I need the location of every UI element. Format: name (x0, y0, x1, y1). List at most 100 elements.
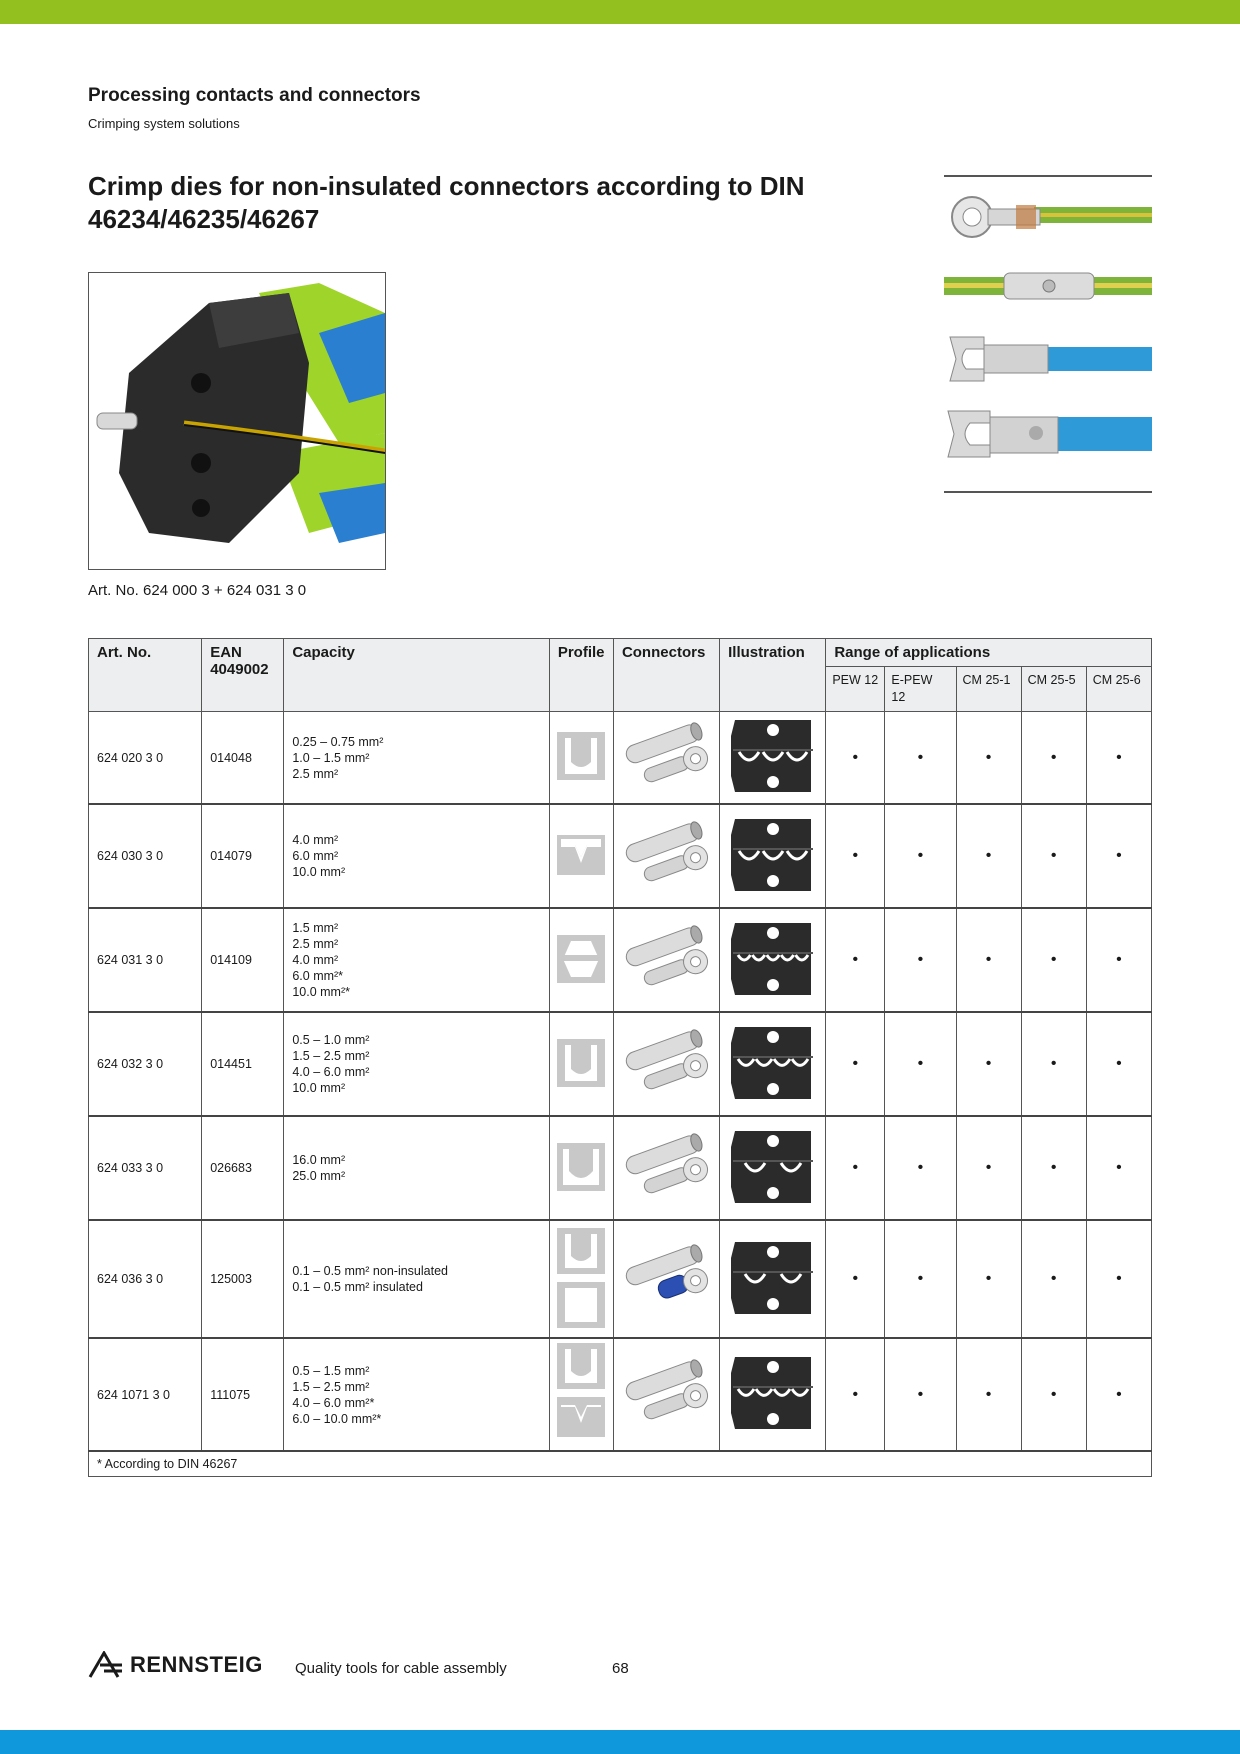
art-no-cell: 624 032 3 0 (87, 1011, 203, 1117)
art-no-cell: 624 030 3 0 (87, 803, 203, 909)
ean-cell: 014109 (201, 907, 285, 1013)
rennsteig-logo: RENNSTEIG (88, 1650, 263, 1680)
crimp-dies-table: Art. No. EAN 4049002 Capacity Profile Co… (87, 638, 1153, 1477)
application-dot: • (1085, 1337, 1153, 1452)
crimp-profile-icon (548, 1219, 614, 1339)
application-dot: • (884, 1115, 957, 1221)
connector-image (612, 907, 721, 1013)
application-dot: • (955, 711, 1022, 805)
connector-image (612, 1219, 721, 1339)
capacity-line: 0.5 – 1.0 mm² (292, 1033, 370, 1047)
connector-image (612, 711, 721, 805)
capacity-line: 16.0 mm² (292, 1153, 346, 1167)
ean-cell: 026683 (201, 1115, 285, 1221)
ean-cell: 014048 (201, 711, 285, 805)
application-dot: • (955, 907, 1022, 1013)
capacity-line: 0.1 – 0.5 mm² non-insulated (292, 1264, 448, 1278)
connector-image (612, 1337, 721, 1452)
application-dot: • (1085, 1219, 1153, 1339)
application-dot: • (955, 1337, 1022, 1452)
ean-cell: 125003 (201, 1219, 285, 1339)
application-dot: • (955, 1219, 1022, 1339)
application-dot: • (884, 711, 957, 805)
capacity-line: 6.0 mm²* (292, 969, 344, 983)
capacity-line: 1.5 – 2.5 mm² (292, 1379, 370, 1394)
connector-image (612, 1115, 721, 1221)
header-range-0: PEW 12 (825, 666, 886, 712)
capacity-line: 10.0 mm² (292, 865, 346, 879)
capacity-line: 10.0 mm²* (292, 985, 350, 999)
crimp-profile-icon (548, 1337, 614, 1452)
capacity-line: 0.1 – 0.5 mm² insulated (292, 1280, 423, 1294)
connector-image (612, 1011, 721, 1117)
application-dot: • (825, 803, 886, 909)
brand-name: RENNSTEIG (130, 1652, 263, 1677)
capacity-line: 4.0 mm² (292, 953, 339, 967)
section-title: Processing contacts and connectors (88, 85, 421, 106)
capacity-cell: 0.1 – 0.5 mm² non-insulated 0.1 – 0.5 mm²… (283, 1219, 550, 1339)
application-dot: • (955, 1115, 1022, 1221)
application-dot: • (955, 1011, 1022, 1117)
application-dot: • (1020, 1011, 1087, 1117)
capacity-line: 4.0 mm² (292, 833, 339, 847)
header-illustration: Illustration (719, 638, 827, 712)
application-dot: • (1020, 1115, 1087, 1221)
application-dot: • (1085, 1115, 1153, 1221)
section-subtitle: Crimping system solutions (88, 116, 240, 131)
capacity-line: 4.0 – 6.0 mm²* (292, 1395, 375, 1410)
crimp-profile-icon (548, 1115, 614, 1221)
application-dot: • (825, 711, 886, 805)
header-range: Range of applications (825, 638, 1152, 667)
art-no-cell: 624 031 3 0 (87, 907, 203, 1013)
capacity-line: 1.5 – 2.5 mm² (292, 1049, 370, 1063)
application-dot: • (1020, 803, 1087, 909)
ean-cell: 014079 (201, 803, 285, 909)
application-dot: • (825, 1337, 886, 1452)
capacity-line: 0.25 – 0.75 mm² (292, 734, 384, 749)
header-connectors: Connectors (612, 638, 721, 712)
crimp-profile-icon (548, 711, 614, 805)
application-dot: • (884, 803, 957, 909)
header-range-1: E-PEW 12 (884, 666, 957, 712)
header-ean: EAN 4049002 (201, 638, 285, 712)
die-illustration (719, 1115, 827, 1221)
die-illustration (719, 1337, 827, 1452)
header-range-3: CM 25-5 (1020, 666, 1087, 712)
crimping-tool-photo (88, 272, 386, 570)
bottom-accent-bar (0, 1730, 1240, 1754)
application-dot: • (1020, 1219, 1087, 1339)
application-dot: • (1085, 803, 1153, 909)
table-footnote: * According to DIN 46267 (88, 1450, 1152, 1477)
capacity-line: 10.0 mm² (292, 1081, 346, 1095)
art-no-cell: 624 020 3 0 (87, 711, 203, 805)
crimp-profile-icon (548, 907, 614, 1013)
application-dot: • (884, 907, 957, 1013)
art-no-cell: 624 033 3 0 (87, 1115, 203, 1221)
application-dot: • (1020, 907, 1087, 1013)
art-no-cell: 624 1071 3 0 (87, 1337, 203, 1452)
application-dot: • (884, 1219, 957, 1339)
capacity-line: 2.5 mm² (292, 937, 339, 951)
header-profile: Profile (548, 638, 614, 712)
application-dot: • (1020, 1337, 1087, 1452)
die-illustration (719, 1011, 827, 1117)
top-accent-bar (0, 0, 1240, 24)
application-dot: • (1085, 1011, 1153, 1117)
capacity-line: 2.5 mm² (292, 766, 339, 781)
application-dot: • (1085, 711, 1153, 805)
application-dot: • (884, 1337, 957, 1452)
application-dot: • (955, 803, 1022, 909)
die-illustration (719, 803, 827, 909)
application-dot: • (884, 1011, 957, 1117)
header-range-4: CM 25-6 (1085, 666, 1153, 712)
